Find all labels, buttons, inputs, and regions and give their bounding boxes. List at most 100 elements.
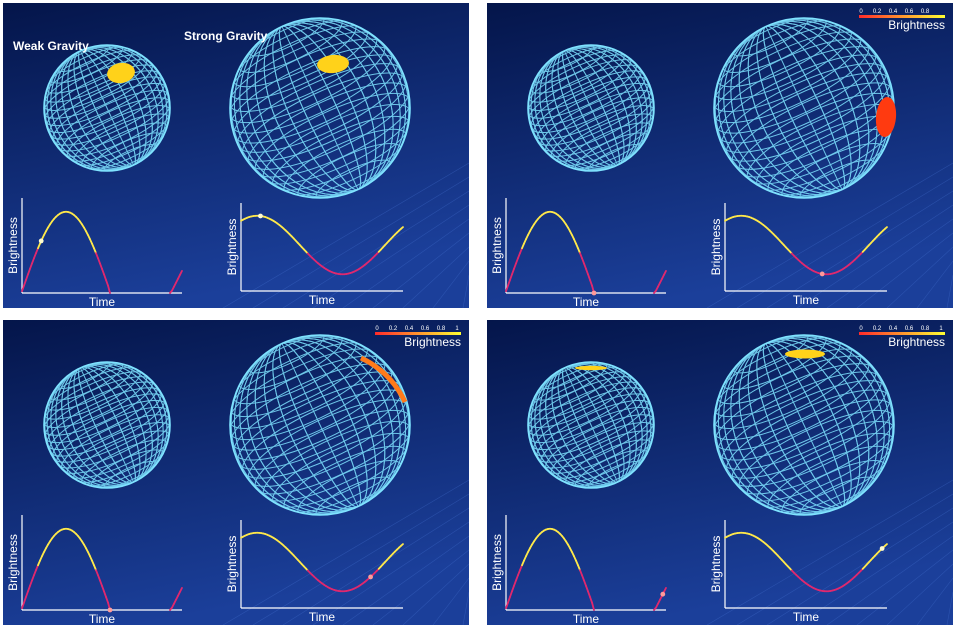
curve-segment — [23, 278, 27, 287]
colorbar-tick: 0.6 — [905, 326, 914, 332]
grid-line — [886, 563, 953, 625]
curve-segment — [179, 269, 183, 276]
y-axis-label: Brightness — [709, 219, 723, 276]
grid-line — [826, 535, 953, 625]
curve-segment — [587, 273, 591, 281]
grid-line — [252, 493, 469, 625]
curve-segment — [27, 267, 31, 276]
star-wireframe-sphere — [43, 44, 171, 172]
strong-star-dim-spot — [875, 97, 897, 137]
curve-segment — [589, 595, 593, 604]
y-axis-label: Brightness — [490, 534, 504, 591]
grid-line — [432, 577, 469, 625]
grid-line — [402, 563, 469, 625]
colorbar-tick: 0.8 — [921, 326, 930, 332]
curve-segment — [517, 569, 521, 577]
phase-marker — [819, 271, 825, 277]
x-axis-label: Time — [89, 295, 116, 308]
phase-marker — [879, 546, 885, 551]
colorbar-tick: 1 — [455, 326, 459, 332]
curve-segment — [513, 262, 517, 270]
curve-segment — [589, 278, 593, 287]
curve-segment — [585, 584, 589, 593]
star-wireframe-sphere — [229, 334, 411, 516]
curve-segment — [105, 278, 109, 287]
grid-line — [886, 246, 953, 308]
curve-segment — [579, 569, 583, 577]
curve-segment — [507, 278, 511, 287]
y-axis-label: Brightness — [6, 217, 20, 274]
colorbar-gradient — [859, 332, 945, 335]
curve-segment — [25, 590, 29, 598]
curve-segment — [511, 584, 515, 593]
weak-star-bright-spot — [107, 62, 135, 84]
phase-marker — [258, 213, 263, 219]
curve-segment — [105, 595, 109, 604]
star-wireframe-sphere — [713, 334, 895, 516]
grid-line — [856, 549, 953, 625]
colorbar-tick: 0 — [859, 326, 863, 332]
curve-segment — [101, 267, 105, 276]
star-wireframe-sphere — [229, 17, 411, 199]
curve-segment — [400, 226, 404, 230]
colorbar-tick: 0.6 — [421, 326, 430, 332]
grid-line — [462, 591, 469, 625]
curve-segment — [505, 601, 509, 610]
curve-segment — [515, 257, 519, 265]
curve-segment — [107, 284, 111, 294]
colorbar-tick: 0 — [375, 326, 379, 332]
weak-gravity-title: Weak Gravity — [13, 39, 89, 53]
grid-line — [282, 190, 469, 308]
grid-line — [856, 232, 953, 308]
y-axis-label: Brightness — [6, 534, 20, 591]
background-grid — [222, 479, 469, 625]
phase-marker — [591, 290, 597, 296]
y-axis-label: Brightness — [490, 217, 504, 274]
sphere-outline — [527, 361, 655, 489]
grid-line — [736, 493, 953, 625]
grid-line — [706, 162, 953, 308]
grid-line — [826, 218, 953, 308]
curve-segment — [21, 601, 25, 610]
grid-line — [736, 176, 953, 308]
sphere-outline — [229, 334, 411, 516]
star-wireframe-sphere — [713, 17, 895, 199]
grid-line — [222, 479, 469, 625]
colorbar-gradient — [375, 332, 461, 335]
phase-marker — [38, 238, 44, 244]
y-axis-label: Brightness — [225, 536, 239, 593]
curve-segment — [27, 584, 31, 593]
colorbar-tick: 0.6 — [905, 9, 914, 15]
curve-segment — [97, 574, 101, 582]
x-axis-label: Time — [89, 612, 116, 625]
curve-segment — [25, 273, 29, 281]
curve-segment — [29, 262, 33, 270]
grid-line — [342, 218, 469, 308]
colorbar-label: Brightness — [888, 335, 945, 349]
colorbar-tick: 0.4 — [889, 9, 898, 15]
curve-segment — [587, 590, 591, 598]
star-wireframe-sphere — [527, 361, 655, 489]
sphere-outline — [527, 44, 655, 172]
curve-segment — [21, 284, 25, 293]
colorbar-label: Brightness — [888, 18, 945, 32]
grid-line — [706, 479, 953, 625]
curve-segment — [509, 273, 513, 281]
curve-segment — [97, 257, 101, 265]
grid-line — [402, 246, 469, 308]
grid-line — [372, 549, 469, 625]
curve-segment — [511, 267, 515, 276]
curve-segment — [95, 569, 99, 577]
colorbar-tick: 0 — [859, 9, 863, 15]
strong-star-bright-spot — [785, 349, 825, 359]
